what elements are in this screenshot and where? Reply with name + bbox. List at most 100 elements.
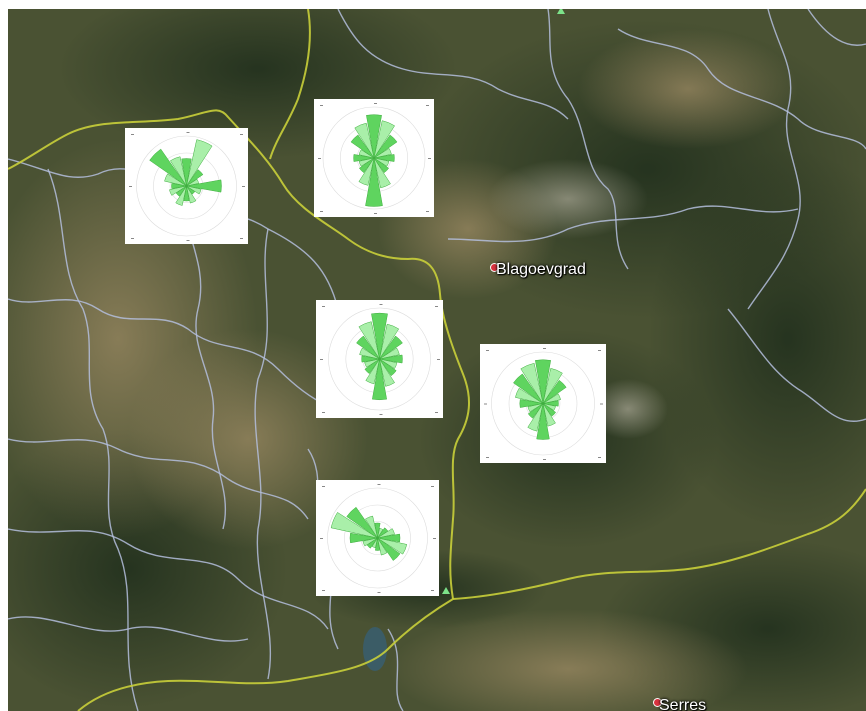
serres-pin[interactable] (653, 698, 662, 707)
rose-petal (542, 393, 561, 404)
rose-petal (377, 533, 401, 543)
rose-petal (519, 399, 544, 408)
rose-petal (181, 158, 192, 187)
rose-petal (379, 335, 403, 360)
rose-tick (186, 240, 190, 241)
rose-tick (379, 304, 383, 305)
rose-petal (371, 537, 378, 549)
rose-tick (435, 412, 438, 413)
rose-petal (379, 354, 403, 364)
wind-rose-2[interactable] (314, 99, 434, 217)
rose-tick (598, 350, 601, 351)
rose-tick (320, 538, 323, 539)
rose-petal (169, 156, 187, 187)
rose-petal (186, 169, 204, 187)
rose-tick (426, 105, 429, 106)
rose-tick (240, 134, 243, 135)
rose-tick (484, 403, 487, 405)
rose-petal (171, 183, 187, 189)
rose-tick (131, 134, 134, 135)
rose-tick (186, 132, 190, 133)
place-label-blagoevgrad[interactable]: Blagoevgrad (496, 261, 586, 278)
rose-tick (242, 186, 245, 187)
rose-tick (240, 238, 243, 239)
rose-petal (361, 355, 380, 363)
rose-petal (377, 528, 395, 539)
rose-petal (186, 185, 202, 195)
rose-petal (149, 148, 187, 187)
blagoevgrad-pin[interactable] (490, 263, 499, 272)
rose-tick (320, 211, 323, 212)
rose-ring (136, 135, 237, 237)
rose-tick (486, 457, 489, 458)
rose-tick (379, 414, 383, 415)
rose-petal (175, 185, 187, 197)
national-border (8, 9, 866, 711)
rose-petal (365, 157, 383, 207)
rose-petal (186, 179, 222, 193)
rose-tick (374, 213, 377, 214)
rose-petal (359, 157, 375, 173)
rose-petal (379, 358, 395, 387)
rose-petal (186, 139, 213, 187)
rose-tick (129, 186, 132, 187)
rose-petal (377, 537, 401, 561)
terrain-layer (8, 9, 866, 711)
rose-petal (527, 403, 544, 413)
rose-petal (536, 403, 550, 440)
rose-petal (358, 157, 375, 186)
rose-petal (515, 387, 544, 404)
rose-tick (426, 211, 429, 212)
place-label-serres[interactable]: Serres (659, 697, 707, 711)
rose-tick (374, 103, 377, 104)
rose-petal (379, 347, 400, 360)
high-peak (588, 379, 668, 439)
wind-rose-chart (320, 304, 440, 415)
wind-rose-chart (320, 484, 436, 593)
wind-rose-5[interactable] (316, 480, 439, 596)
rose-petal (542, 403, 556, 427)
wind-rose-3[interactable] (316, 300, 443, 418)
rose-tick (437, 359, 440, 360)
rose-petal (377, 537, 408, 555)
rose-petal (373, 148, 392, 159)
rose-petal (377, 537, 388, 556)
rose-petal (366, 114, 382, 159)
wind-rose-1[interactable] (125, 128, 248, 244)
rose-petal (373, 157, 391, 189)
peak-marker-icon[interactable] (557, 9, 565, 14)
peak-marker-icon[interactable] (442, 587, 450, 594)
rose-tick (435, 306, 438, 307)
rose-ring (491, 351, 595, 456)
rose-petal (356, 335, 380, 360)
rose-tick (431, 486, 434, 487)
wind-rose-4[interactable] (480, 344, 606, 463)
rose-petal (542, 403, 556, 411)
rose-petal (175, 185, 187, 206)
rose-petal (358, 149, 375, 159)
rose-petal (373, 134, 398, 159)
rose-petal (374, 522, 381, 539)
rose-tick (598, 457, 601, 458)
rose-petal (164, 173, 187, 187)
satellite-map[interactable]: Blagoevgrad Serres (8, 9, 866, 711)
wind-rose-chart (318, 103, 431, 214)
rose-petal (542, 403, 557, 417)
rose-tick (322, 486, 325, 487)
wind-rose-chart (484, 348, 603, 460)
rose-tick (600, 403, 603, 405)
rose-tick (320, 105, 323, 106)
rose-tick (131, 238, 134, 239)
rose-petal (373, 120, 395, 159)
rose-petal (379, 358, 398, 369)
lowland (388, 609, 748, 711)
rose-petal (379, 323, 400, 360)
rose-ring (328, 307, 431, 411)
rose-petal (366, 537, 378, 549)
rose-petal (542, 379, 567, 404)
rose-petal (346, 506, 378, 539)
rose-petal (183, 185, 190, 202)
rose-petal (542, 367, 563, 404)
rose-petal (365, 515, 378, 539)
rose-petal (371, 312, 388, 360)
